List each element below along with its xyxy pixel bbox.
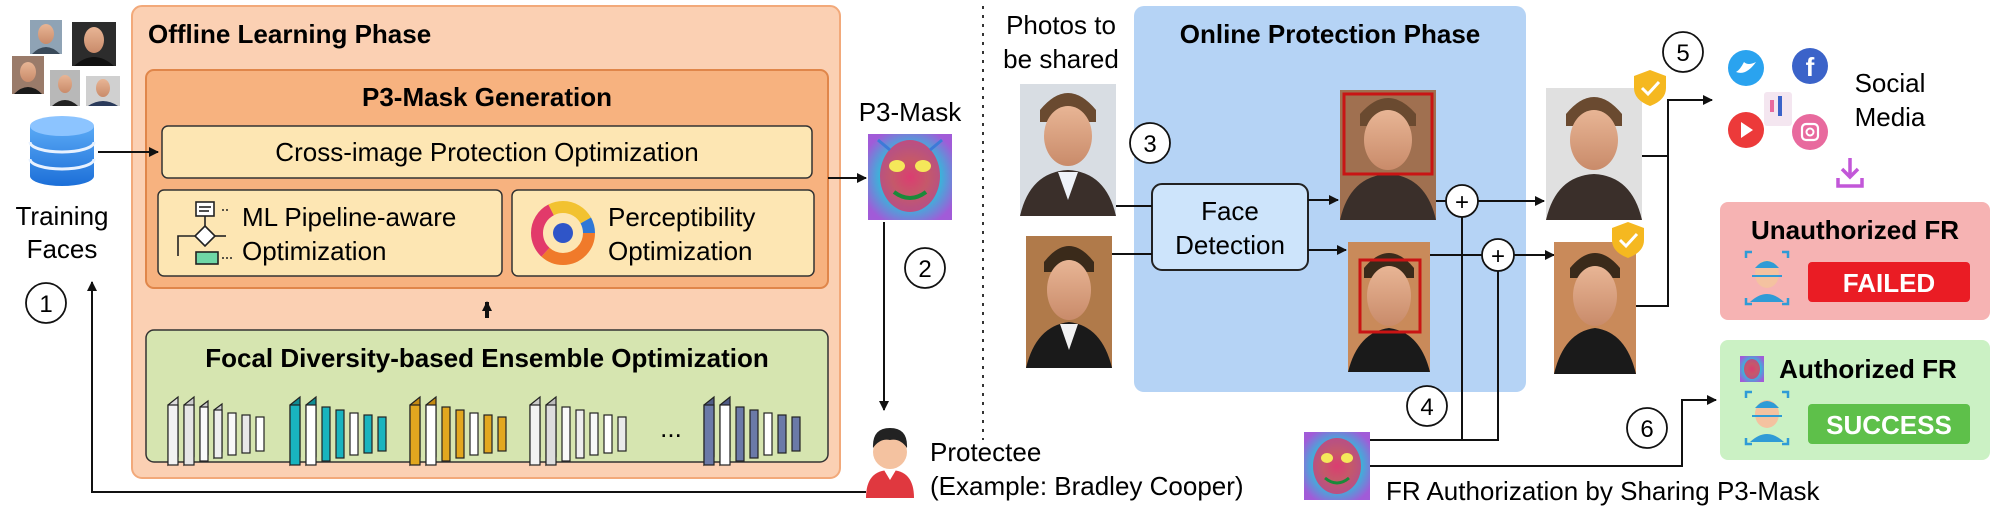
ml-pipeline-label-line2: Optimization — [242, 236, 387, 266]
detected-face-1 — [1340, 90, 1436, 220]
fr-authorization-label: FR Authorization by Sharing P3-Mask — [1386, 476, 1821, 506]
success-badge — [1808, 404, 1970, 444]
protected-shield-icon-2 — [1612, 222, 1644, 258]
model-stack-5 — [703, 395, 801, 467]
mask-to-authorized-arrow — [1370, 395, 1717, 467]
perceptibility-label-line2: Optimization — [608, 236, 753, 266]
protected-face-1 — [1546, 88, 1642, 220]
plus-circle-2-label: + — [1491, 243, 1505, 270]
ensemble-optimization-title: Focal Diversity-based Ensemble Optimizat… — [205, 343, 768, 373]
failed-badge-label: FAILED — [1843, 268, 1935, 298]
model-stack-1 — [167, 395, 265, 467]
cross-image-optimization-box — [161, 125, 813, 179]
p3-mask-label: P3-Mask — [859, 97, 963, 127]
perceptibility-label-line1: Perceptibility — [608, 202, 755, 232]
step-5-label: 5 — [1676, 40, 1689, 67]
svg-text:f: f — [1806, 52, 1815, 82]
step-2-label: 2 — [918, 256, 931, 283]
protectee-avatar-icon — [866, 428, 914, 498]
model-stack-3 — [409, 395, 507, 467]
detected-face-2 — [1348, 242, 1430, 372]
database-icon — [28, 116, 96, 186]
instagram-icon — [1792, 114, 1828, 150]
face-bounding-box-1 — [1342, 92, 1434, 176]
protectee-label-line1: Protectee — [930, 437, 1041, 467]
shared-photo-2 — [1026, 236, 1112, 368]
p3-mask-image — [868, 134, 952, 220]
step-6-label: 6 — [1640, 416, 1653, 443]
step-3-circle — [1129, 122, 1171, 164]
social-media-label-line1: Social — [1855, 68, 1926, 98]
offline-phase: Offline Learning Phase P3-Mask Generatio… — [131, 5, 841, 479]
download-icon — [1836, 158, 1864, 188]
p3-mask-mini-icon — [1740, 356, 1764, 382]
cross-image-optimization-label: Cross-image Protection Optimization — [275, 137, 698, 167]
model-stack-4 — [529, 395, 627, 467]
ml-pipeline-box — [157, 189, 503, 277]
step-5-circle — [1662, 31, 1704, 73]
success-badge-label: SUCCESS — [1826, 410, 1952, 440]
plus-circle-1-label: + — [1455, 189, 1469, 216]
protected-face-2 — [1554, 242, 1636, 374]
model-stack-ellipsis: ... — [660, 413, 682, 443]
face-bounding-box-2 — [1358, 258, 1422, 334]
protectee-to-training-arrow — [87, 281, 866, 493]
flowchart-icon — [177, 201, 232, 265]
protectee-label-line2: (Example: Bradley Cooper) — [930, 471, 1244, 501]
step-4-label: 4 — [1420, 394, 1433, 421]
online-phase-title: Online Protection Phase — [1180, 19, 1481, 49]
face-scan-icon-authorized — [1744, 390, 1790, 446]
step-1-label: 1 — [39, 291, 52, 318]
perceptibility-box — [511, 189, 815, 277]
failed-badge — [1808, 262, 1970, 302]
mask-to-plus-lines — [1356, 217, 1499, 441]
photos-to-share-label-line2: be shared — [1003, 44, 1119, 74]
step-4-circle — [1406, 385, 1448, 427]
training-faces-label-line1: Training — [16, 201, 109, 231]
face-scan-icon-unauthorized — [1744, 250, 1790, 306]
photos-to-share-label-line1: Photos to — [1006, 10, 1116, 40]
protected-shield-icon-1 — [1634, 70, 1666, 106]
shared-photo-1 — [1020, 84, 1116, 216]
training-faces-label-line2: Faces — [27, 234, 98, 264]
training-face-thumbnails — [12, 20, 120, 106]
step-6-circle — [1626, 407, 1668, 449]
social-media-icon-cluster: f — [1728, 48, 1828, 150]
facebook-icon — [1792, 48, 1828, 84]
social-media-label-line2: Media — [1855, 102, 1926, 132]
face-detection-label-line1: Face — [1201, 196, 1259, 226]
ml-pipeline-label-line1: ML Pipeline-aware — [242, 202, 456, 232]
step-1-circle — [25, 282, 67, 324]
perceptibility-donut-icon — [531, 201, 595, 265]
protected-to-social-media-arrow — [1642, 95, 1713, 157]
step-2-circle — [904, 247, 946, 289]
face-detection-label-line2: Detection — [1175, 230, 1285, 260]
unauthorized-fr-title: Unauthorized FR — [1751, 215, 1959, 245]
p3-mask-generation-title: P3-Mask Generation — [362, 82, 612, 112]
authorized-fr-title: Authorized FR — [1779, 354, 1957, 384]
face-detection-box[interactable] — [1151, 183, 1309, 271]
model-stack-2 — [289, 395, 387, 467]
shared-p3-mask-image — [1304, 432, 1370, 500]
offline-phase-title: Offline Learning Phase — [148, 19, 431, 49]
step-3-label: 3 — [1143, 131, 1156, 158]
